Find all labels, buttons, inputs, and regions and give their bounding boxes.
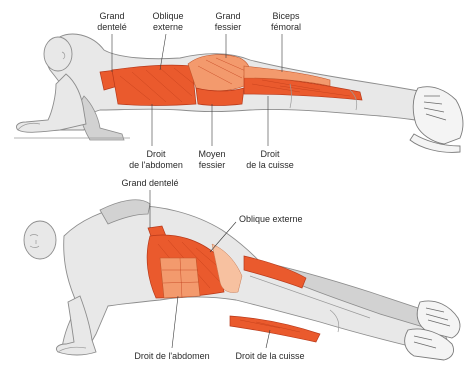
label-oblique-top-1: Oblique xyxy=(152,11,183,21)
plank-figure xyxy=(14,34,463,152)
label-moyen-fessier-2: fessier xyxy=(199,160,226,170)
side-plank-head xyxy=(24,221,56,259)
label-oblique-top-2: externe xyxy=(153,22,183,32)
leader-droit-abdomen-bottom xyxy=(172,296,178,348)
label-biceps-femoral-1: Biceps xyxy=(272,11,300,21)
label-grand-dentele-top-1: Grand xyxy=(99,11,124,21)
leader-droit-cuisse-bottom xyxy=(266,330,270,348)
label-grand-dentele-top-2: dentelé xyxy=(97,22,127,32)
side-plank-rectus-femoris xyxy=(230,316,320,342)
label-oblique-bottom: Oblique externe xyxy=(239,214,303,224)
plank-oblique xyxy=(112,65,196,105)
label-grand-dentele-bottom: Grand dentelé xyxy=(121,178,178,188)
label-droit-abdomen-bottom: Droit de l'abdomen xyxy=(134,351,209,361)
label-grand-fessier-2: fessier xyxy=(215,22,242,32)
label-droit-abdomen-top-1: Droit xyxy=(146,149,166,159)
plank-gluteus-maximus xyxy=(188,55,250,91)
label-moyen-fessier-1: Moyen xyxy=(198,149,225,159)
label-droit-cuisse-bottom: Droit de la cuisse xyxy=(235,351,304,361)
plank-head xyxy=(44,37,72,71)
plank-shoe xyxy=(413,87,463,144)
label-grand-fessier-1: Grand xyxy=(215,11,240,21)
label-biceps-femoral-2: fémoral xyxy=(271,22,301,32)
label-droit-cuisse-top-1: Droit xyxy=(260,149,280,159)
side-plank-rectus-abdominis xyxy=(160,258,200,298)
label-droit-cuisse-top-2: de la cuisse xyxy=(246,160,294,170)
label-droit-abdomen-top-2: de l'abdomen xyxy=(129,160,183,170)
